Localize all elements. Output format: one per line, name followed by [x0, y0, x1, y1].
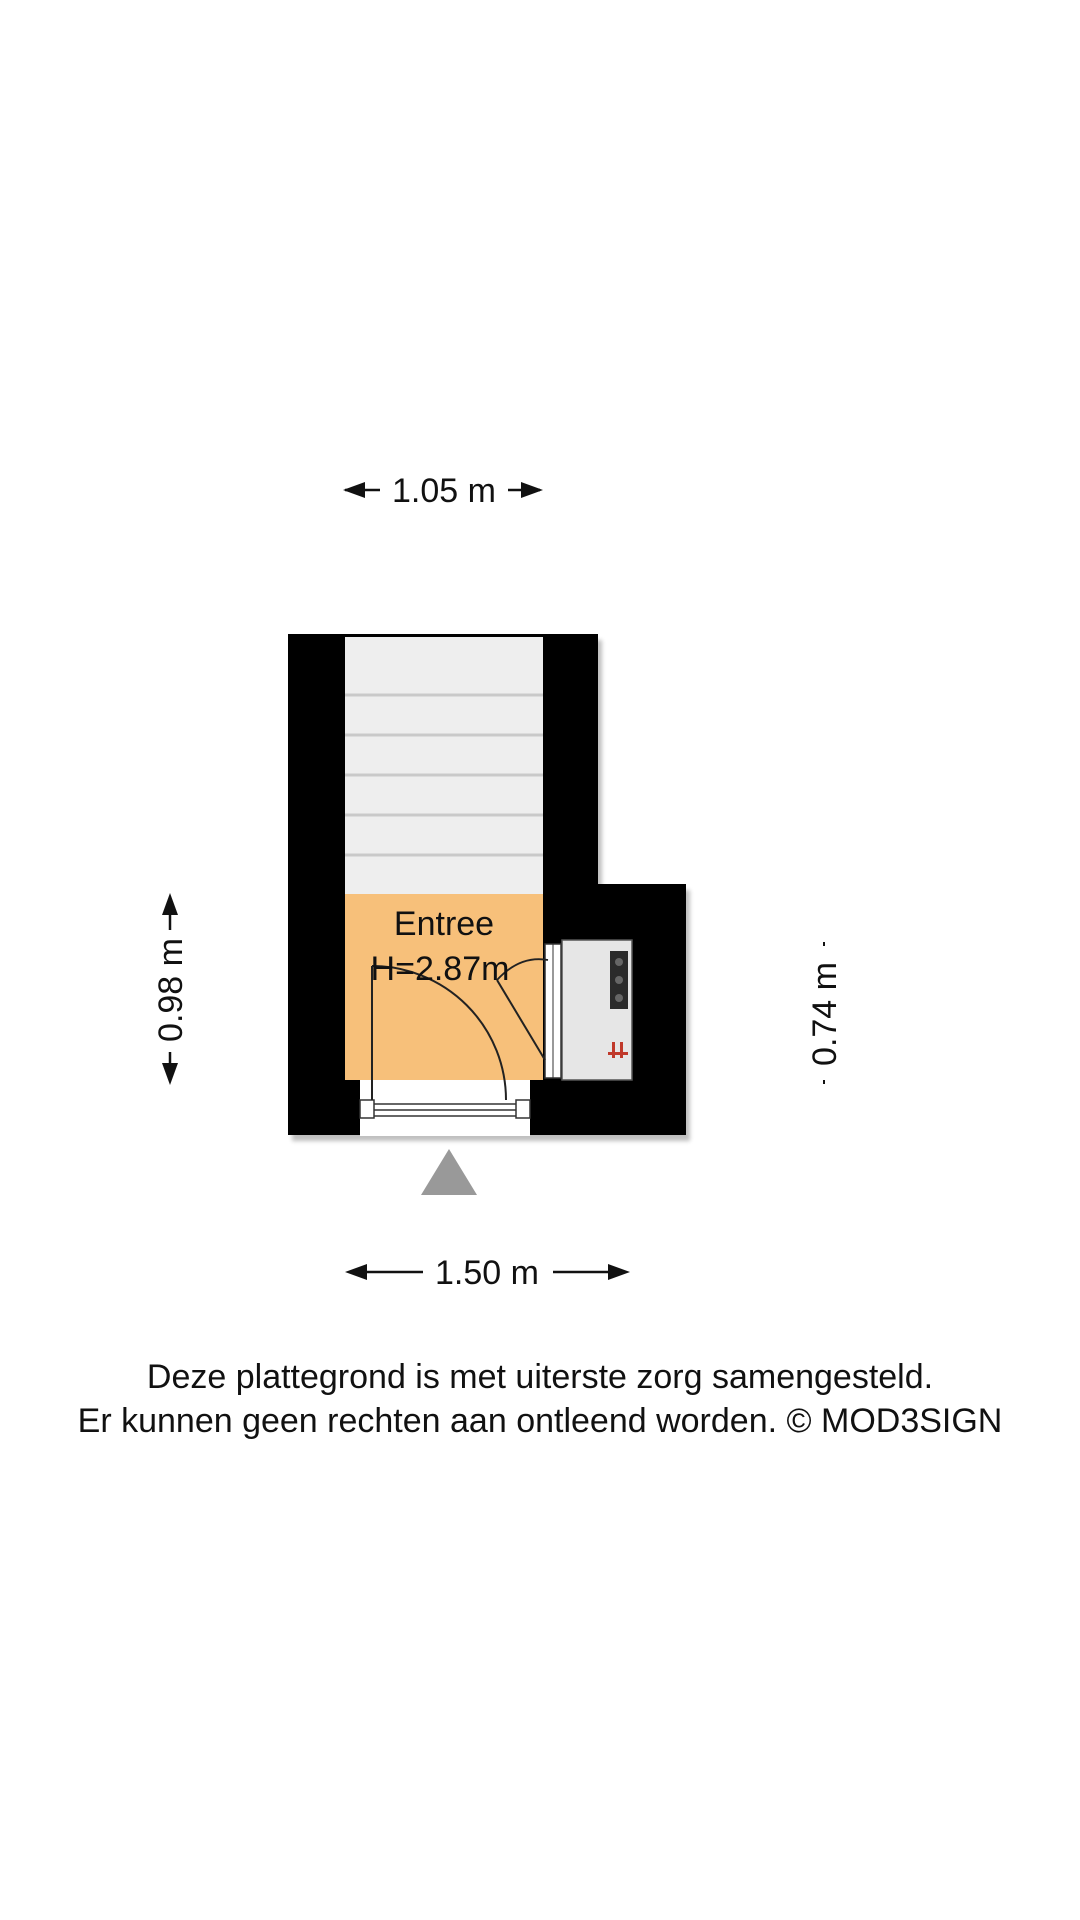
dimension-top-label: 1.05 m	[392, 472, 496, 510]
disclaimer-line-1: Deze plattegrond is met uiterste zorg sa…	[146, 1358, 934, 1396]
dimension-left-label: 0.98 m	[152, 938, 190, 1042]
meter-cabinet-icon	[608, 951, 628, 1058]
dimension-bottom: 1.50 m	[345, 1254, 630, 1292]
staircase	[345, 637, 543, 894]
room-name: Entree	[394, 905, 494, 943]
dimension-top: 1.05 m	[343, 472, 543, 510]
dimension-right-label: 0.74 m	[806, 962, 844, 1066]
dimension-right: 0.74 m	[806, 942, 844, 1084]
arrow-right-icon	[608, 1264, 630, 1280]
arrow-right-icon	[521, 482, 543, 498]
cabinet-door-swing	[496, 958, 549, 1061]
meter-cabinet	[544, 939, 633, 1081]
disclaimer-line-2: Er kunnen geen rechten aan ontleend word…	[77, 1402, 1003, 1440]
room-height: H=2.87m	[371, 950, 510, 988]
front-door	[359, 965, 531, 1136]
dimension-bottom-label: 1.50 m	[435, 1254, 539, 1292]
arrow-left-icon	[343, 482, 365, 498]
entrance-triangle-icon	[421, 1149, 477, 1195]
dimension-left: 0.98 m	[152, 893, 190, 1085]
arrow-up-icon	[162, 893, 178, 915]
arrow-down-icon	[162, 1063, 178, 1085]
